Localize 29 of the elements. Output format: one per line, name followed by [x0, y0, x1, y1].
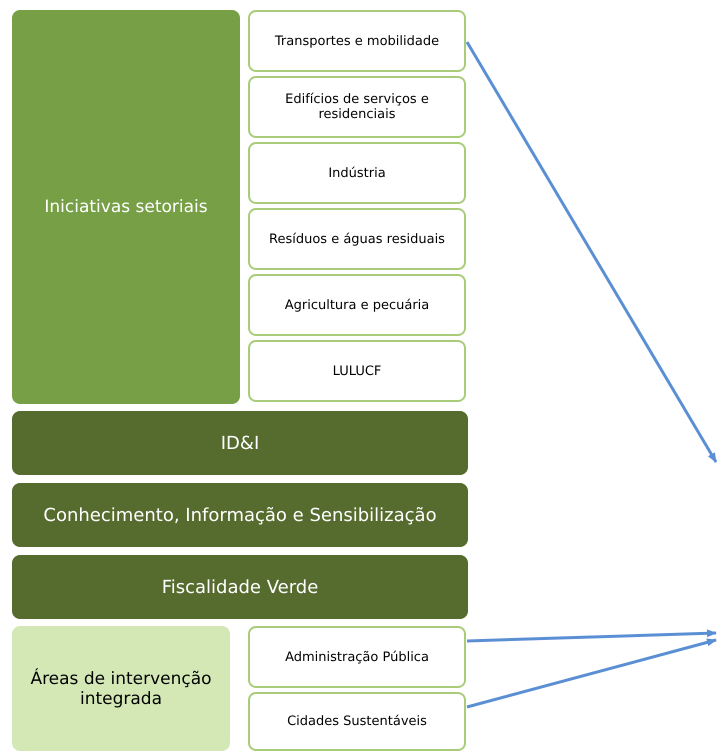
box-label: Resíduos e águas residuais: [269, 232, 445, 246]
box-label: Iniciativas setoriais: [44, 197, 208, 217]
sector-box: [248, 142, 466, 204]
box-label: Cidades Sustentáveis: [287, 714, 427, 729]
sector-group-panel: [12, 10, 240, 404]
arrow: [466, 629, 717, 642]
box-label: Áreas de intervenção integrada: [29, 668, 213, 708]
box-label: Edifícios de serviços e residenciais: [284, 92, 430, 122]
box-label: LULUCF: [332, 364, 382, 378]
sector-box: [248, 274, 466, 336]
box-label: Conhecimento, Informação e Sensibilização: [43, 504, 437, 526]
theme-bar: [12, 555, 468, 619]
sector-box: [248, 208, 466, 270]
box-label: Fiscalidade Verde: [162, 576, 318, 598]
box-label: ID&I: [220, 432, 260, 454]
area-panel: [12, 626, 230, 751]
arrow: [466, 41, 717, 463]
sector-box: [248, 76, 466, 138]
box-label: Administração Pública: [285, 650, 429, 664]
area-box: [248, 626, 466, 688]
theme-bar: [12, 411, 468, 475]
sector-box: [248, 10, 466, 72]
theme-bar: [12, 483, 468, 547]
box-label: Transportes e mobilidade: [274, 34, 440, 48]
box-label: Indústria: [328, 166, 386, 180]
sector-box: [248, 340, 466, 402]
box-label: Agricultura e pecuária: [284, 298, 430, 312]
arrow: [466, 638, 717, 708]
area-box: [248, 692, 466, 751]
